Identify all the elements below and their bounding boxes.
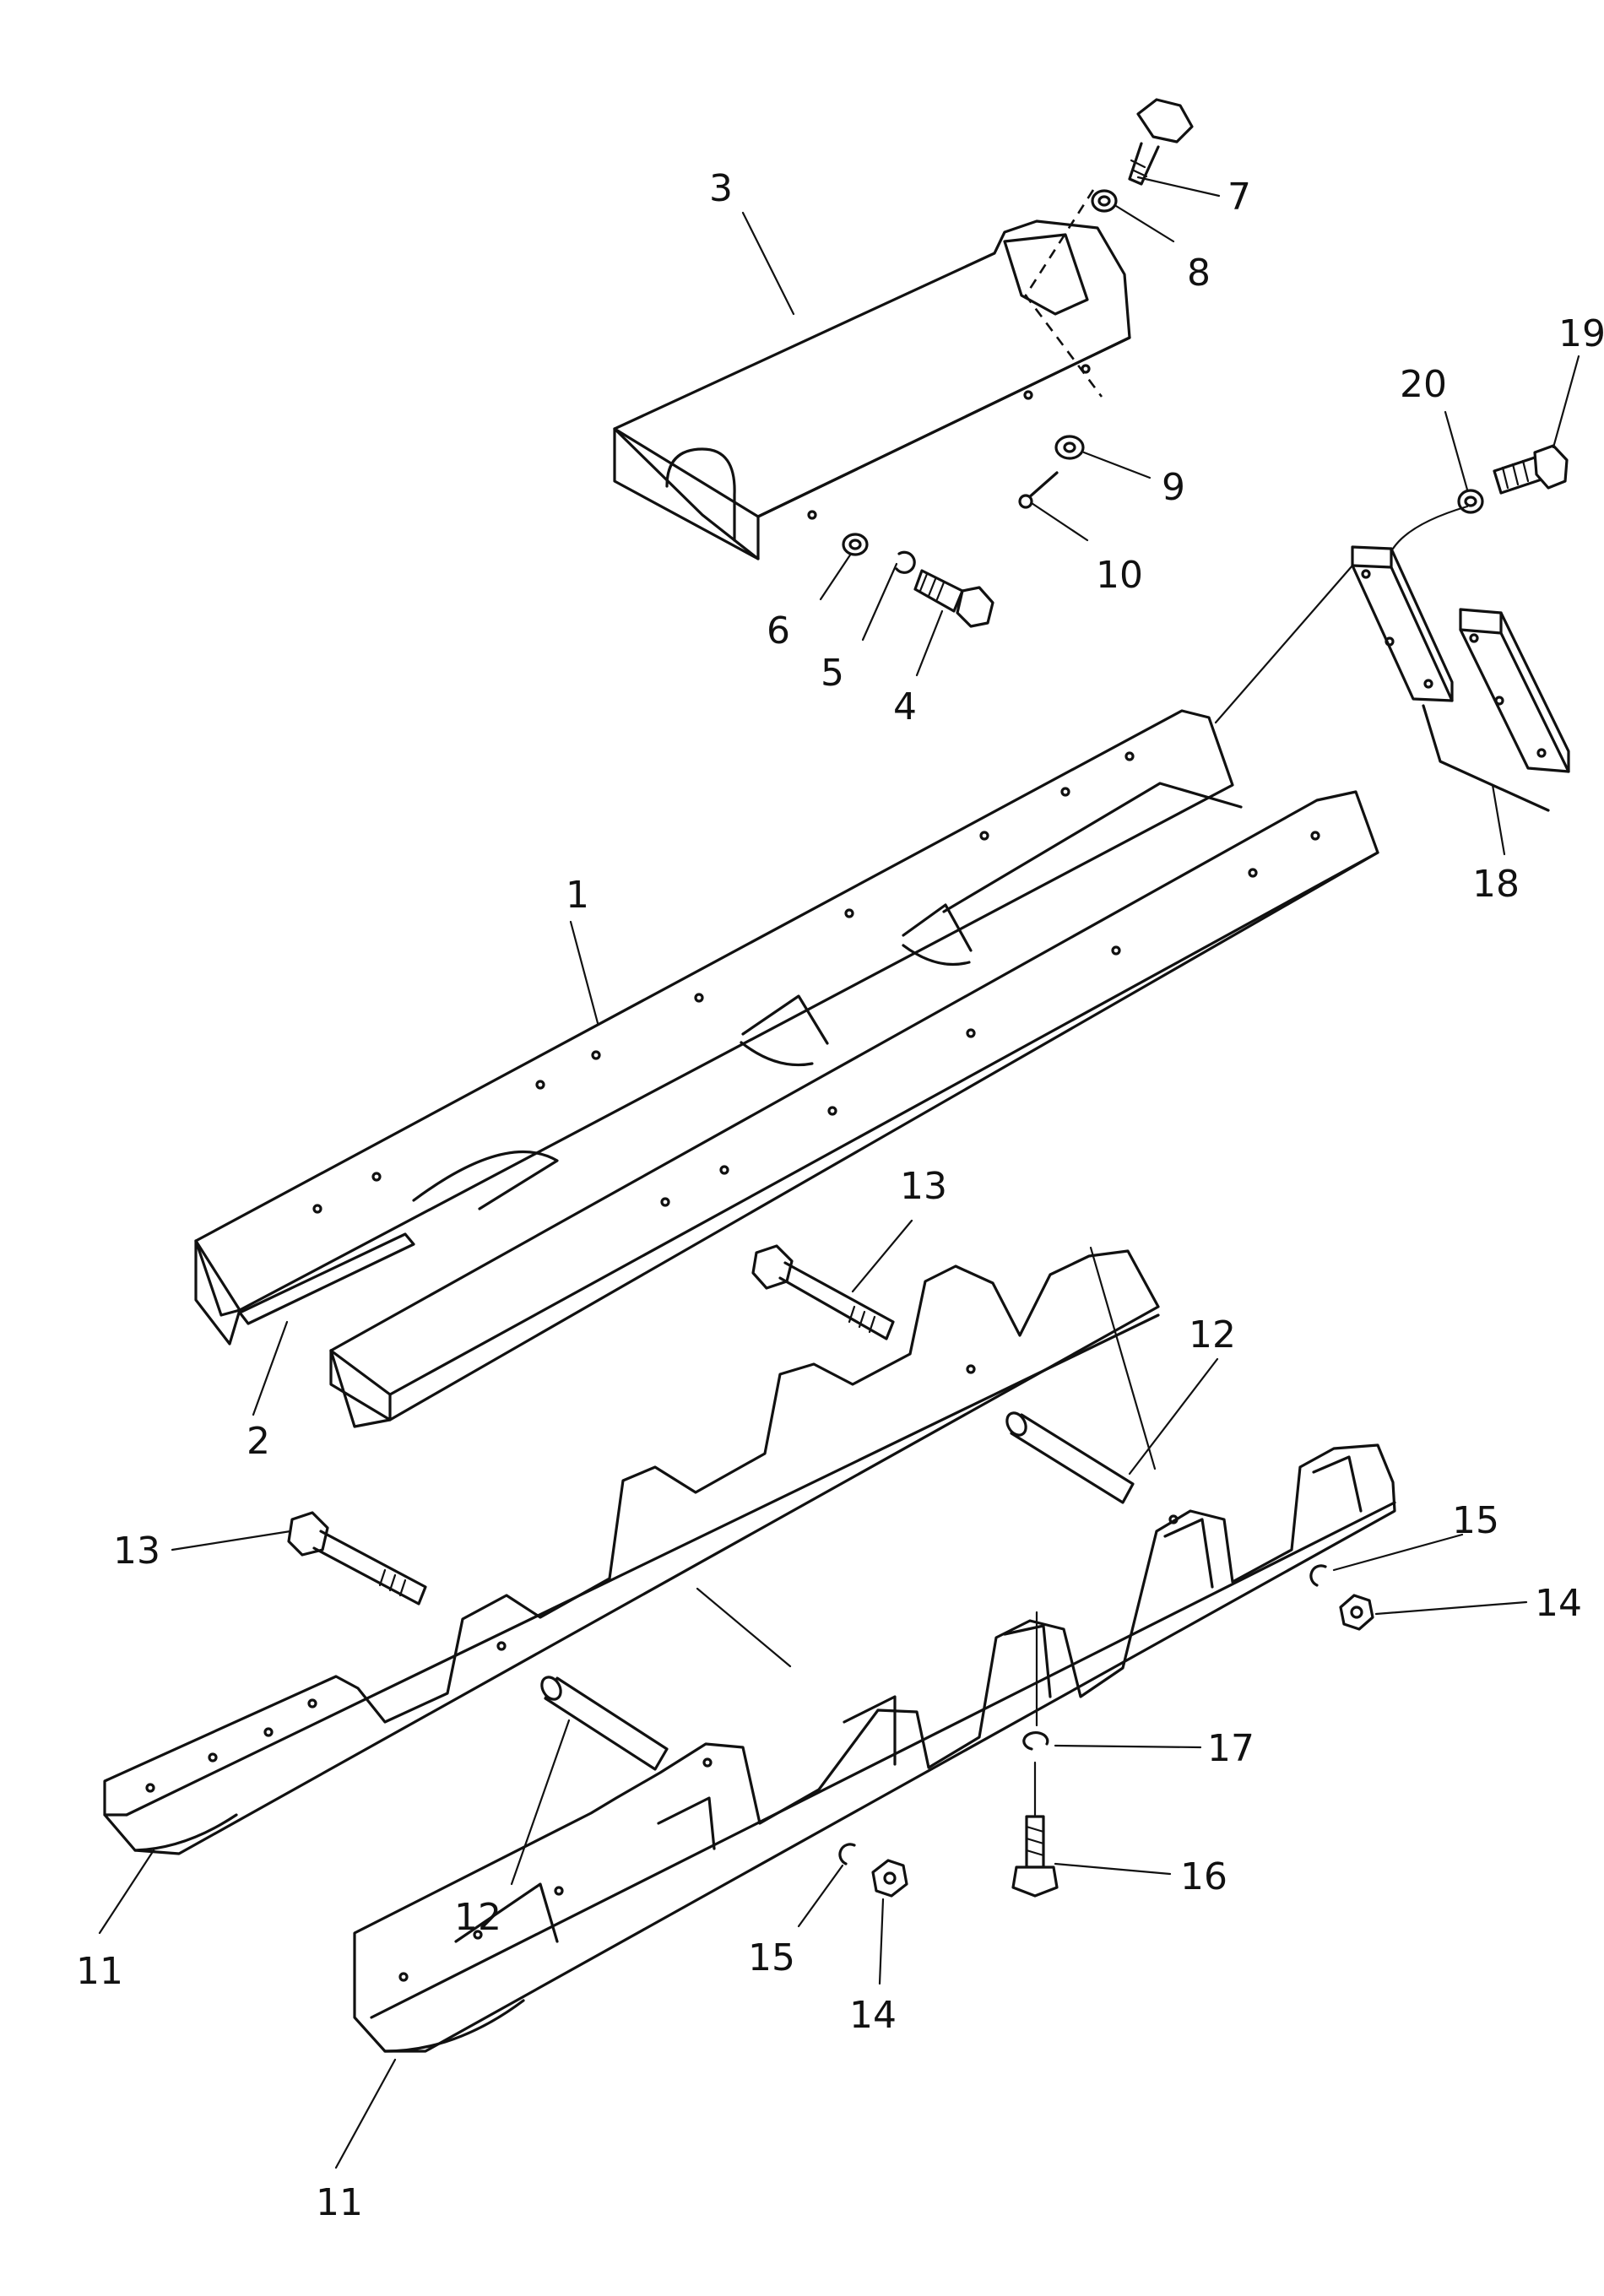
guide-part-11-upper (103, 1249, 1160, 1855)
callout-19: 19 (1558, 312, 1604, 355)
leader-lines (98, 176, 1580, 2169)
callout-6: 6 (767, 609, 790, 653)
lock-washer-part-15-right (1309, 1564, 1327, 1587)
washer-part-6 (842, 533, 869, 556)
pin-part-12-lower (540, 1676, 669, 1771)
callout-15a: 15 (1452, 1499, 1499, 1542)
callout-9: 9 (1162, 466, 1185, 509)
callout-12a: 12 (1189, 1313, 1236, 1356)
callout-4: 4 (893, 685, 917, 728)
bolt-part-16 (1011, 1815, 1059, 1898)
pin-part-12-upper (1005, 1411, 1135, 1504)
callout-14b: 14 (849, 1994, 897, 2037)
callout-2: 2 (247, 1420, 270, 1463)
plates-part-18 (1351, 545, 1570, 812)
bolt-part-13-upper (751, 1244, 895, 1340)
callout-20: 20 (1400, 363, 1447, 406)
callout-10: 10 (1096, 554, 1143, 597)
lock-washer-part-15-lower (838, 1843, 856, 1866)
bolt-part-7 (1128, 98, 1194, 186)
callout-13a: 13 (900, 1165, 947, 1208)
frame-part-1 (194, 709, 1379, 1428)
callout-1: 1 (566, 874, 589, 917)
callout-15b: 15 (748, 1936, 795, 1979)
callout-18: 18 (1472, 863, 1520, 906)
washer-part-8 (1091, 189, 1118, 213)
bolt-part-4 (913, 569, 994, 628)
pin-part-10 (1018, 471, 1059, 509)
callout-16: 16 (1180, 1855, 1227, 1898)
callout-17: 17 (1207, 1727, 1254, 1770)
callout-labels: 1 2 3 4 5 6 7 8 9 10 11 11 12 12 13 13 1… (76, 167, 1604, 2224)
callout-11b: 11 (316, 2181, 363, 2224)
washer-part-20 (1457, 489, 1484, 514)
callout-5: 5 (821, 652, 844, 695)
callout-8: 8 (1187, 252, 1211, 295)
callout-14a: 14 (1535, 1582, 1582, 1625)
bolt-part-19 (1493, 444, 1569, 495)
washer-part-9 (1054, 435, 1085, 460)
nut-part-14-lower (871, 1859, 908, 1898)
callout-11a: 11 (76, 1950, 123, 1993)
callout-12b: 12 (454, 1896, 501, 1939)
cover-part-3 (613, 189, 1131, 560)
callout-3: 3 (709, 167, 733, 210)
callout-7: 7 (1227, 176, 1251, 219)
guide-part-11-lower (353, 1443, 1396, 2053)
callout-13b: 13 (113, 1530, 160, 1573)
nut-part-14-right (1339, 1594, 1374, 1631)
lock-washer-part-5 (895, 550, 916, 574)
lock-washer-part-17 (1022, 1731, 1049, 1751)
bolt-part-13-lower (287, 1511, 427, 1606)
